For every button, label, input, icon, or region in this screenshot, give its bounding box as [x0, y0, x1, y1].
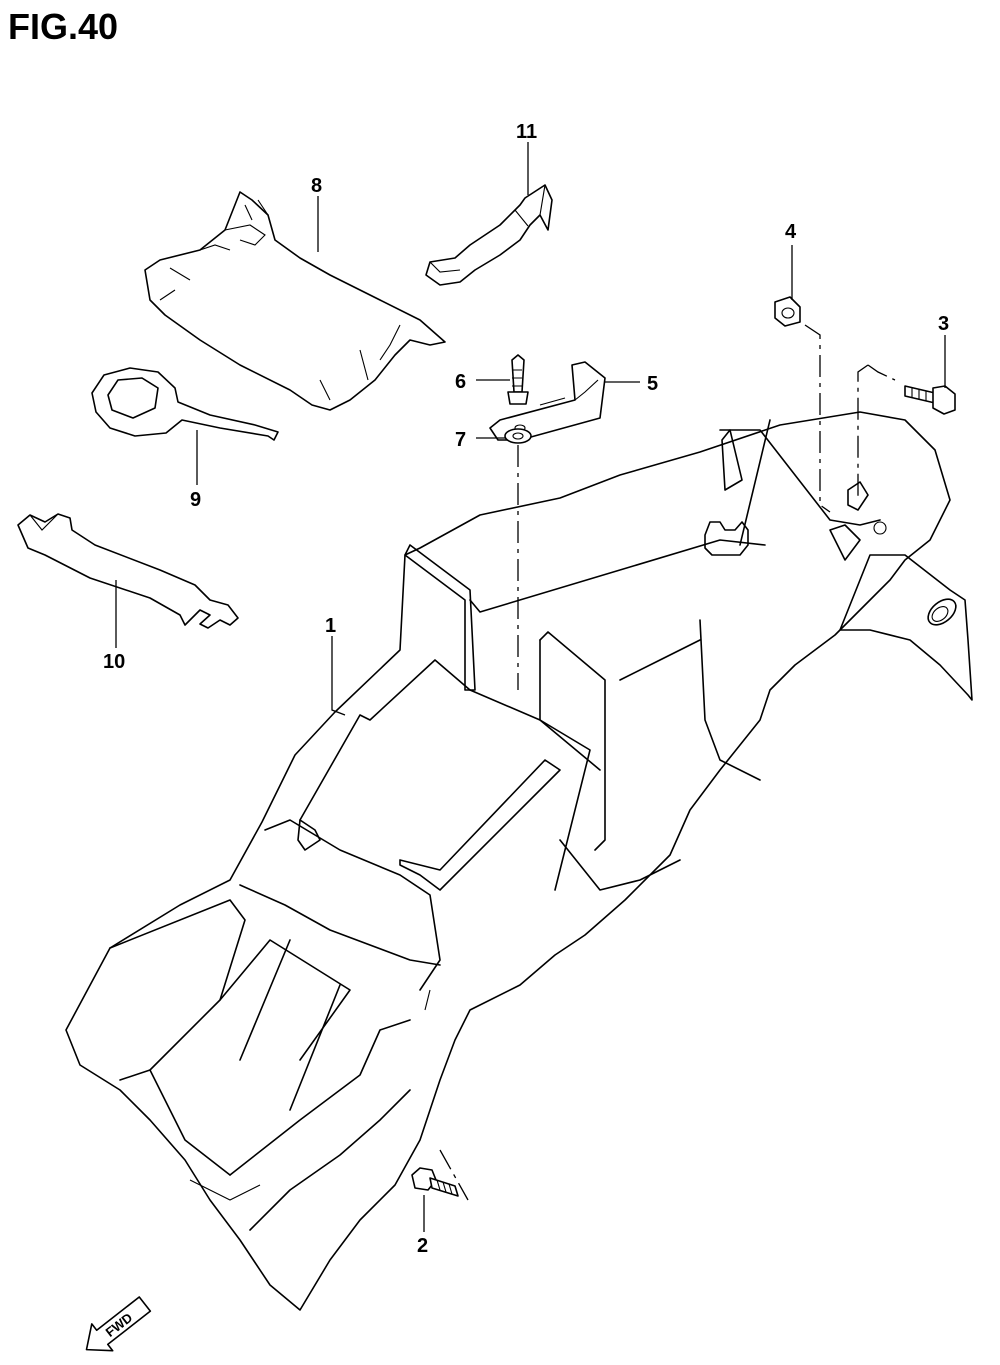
callout-10: 10 — [103, 651, 125, 673]
tool-bag-8-part — [144, 191, 446, 411]
assembly-lines — [439, 324, 896, 1201]
ring-spanner-9-part — [91, 367, 279, 441]
callout-3: 3 — [938, 313, 949, 335]
callout-11: 11 — [516, 121, 537, 143]
fwd-direction-arrow: FWD — [85, 1296, 152, 1352]
callout-9: 9 — [190, 489, 201, 511]
washer-7-part — [504, 428, 532, 444]
bolt-3-part — [904, 385, 956, 415]
figure-title: FIG.40 — [8, 6, 119, 47]
callout-8: 8 — [311, 175, 322, 197]
callout-6: 6 — [455, 371, 466, 393]
leader-lines — [115, 142, 946, 1232]
callout-5: 5 — [647, 373, 658, 395]
callout-7: 7 — [455, 429, 466, 451]
nut-4-part — [774, 296, 801, 327]
callouts: 1 2 3 4 5 6 7 8 9 10 11 — [103, 121, 949, 1257]
callout-2: 2 — [417, 1235, 428, 1257]
callout-4: 4 — [785, 221, 797, 243]
callout-1: 1 — [325, 615, 336, 637]
open-spanner-10-part — [17, 513, 239, 629]
strap-11-part — [425, 184, 553, 286]
rear-fender-part — [65, 411, 973, 1311]
bolt-2-part — [411, 1167, 459, 1197]
bracket-5-part — [489, 361, 606, 441]
screw-6-part — [507, 354, 529, 405]
